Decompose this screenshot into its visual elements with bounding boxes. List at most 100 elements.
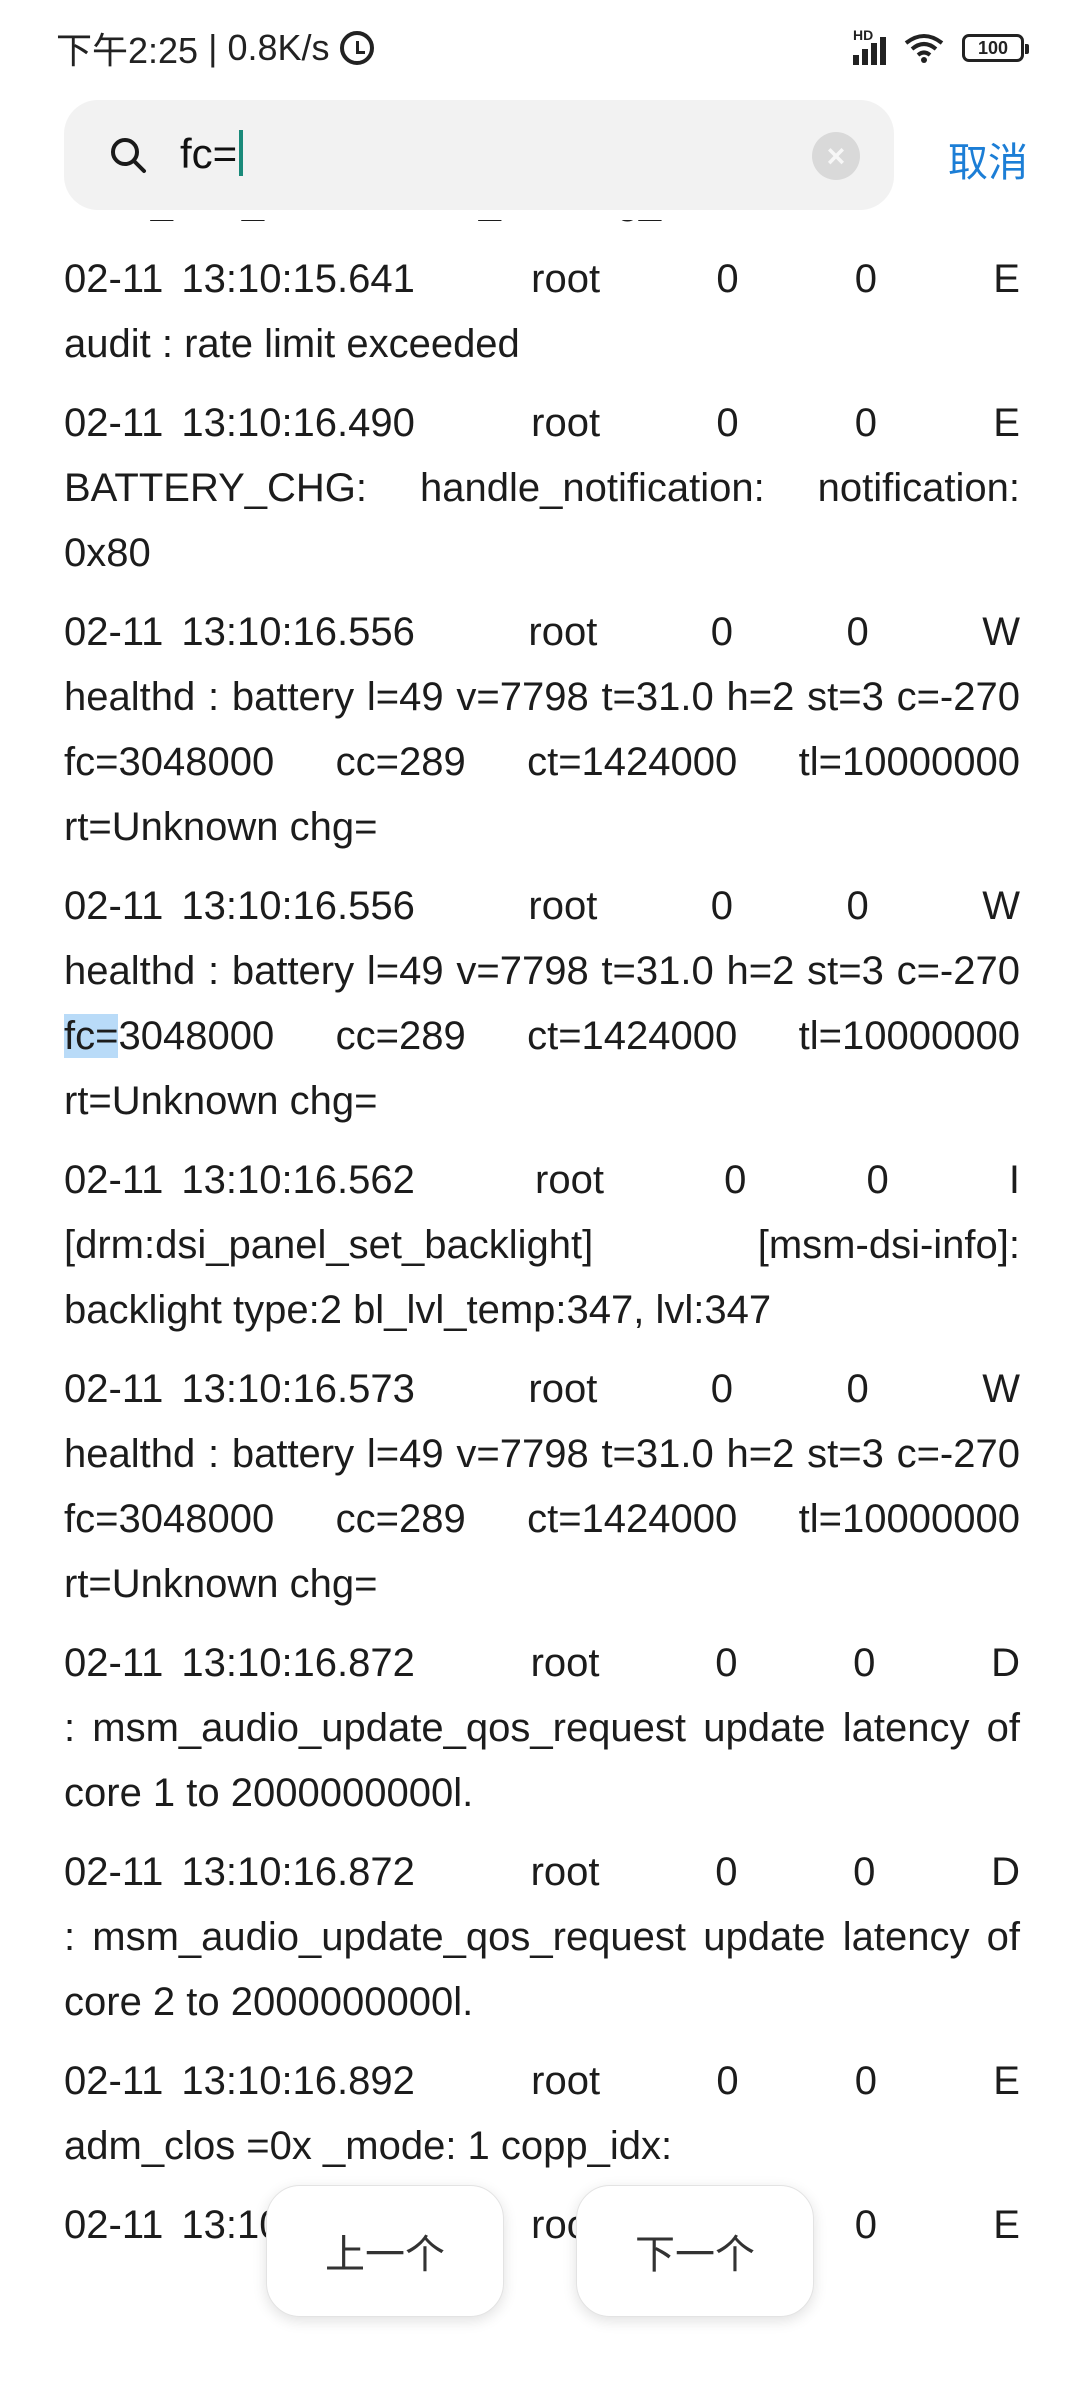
log-level: W [982, 884, 1020, 928]
log-message: healthd : battery l=49 v=7798 t=31.0 h=2… [64, 665, 1020, 860]
log-user: root [528, 610, 598, 654]
log-tid: 0 [854, 257, 878, 301]
log-pid: 0 [710, 884, 734, 928]
search-input[interactable]: fc= [180, 130, 244, 178]
log-user: root [535, 1158, 604, 1202]
log-time: 13:10:16.562 [181, 1158, 415, 1202]
log-time: 13:10:16.573 [181, 1367, 415, 1411]
log-level: E [993, 2203, 1020, 2247]
search-box[interactable]: fc= × [64, 100, 894, 210]
log-message: adm_clos =0x _mode: 1 copp_idx: [64, 2124, 673, 2168]
log-level: D [991, 1850, 1020, 1894]
log-pid: 0 [724, 1158, 747, 1202]
log-user: root [531, 257, 601, 301]
log-user: root [531, 401, 601, 445]
signal-icon: HD [853, 27, 886, 65]
wifi-icon [904, 34, 944, 63]
log-time: 13:10:16.892 [181, 2059, 415, 2103]
log-time: 13:10:16.872 [181, 1641, 415, 1685]
log-message-after: 3048000 cc=289 ct=1424000 tl=10000000 rt… [64, 1014, 1020, 1123]
search-query: fc= [180, 130, 238, 177]
search-match: fc= [64, 1497, 119, 1541]
log-tid: 0 [866, 1158, 889, 1202]
log-pid: 0 [710, 610, 734, 654]
next-match-button[interactable]: 下一个 [576, 2185, 814, 2317]
search-match: fc= [64, 740, 119, 784]
log-level: E [993, 401, 1020, 445]
log-entry-header: 02-11 13:10:16.872 root 0 0 D [64, 1840, 1020, 1905]
log-user: root [528, 1367, 598, 1411]
search-row: fc= × 取消 [0, 96, 1080, 220]
log-message-before: healthd : battery l=49 v=7798 t=31.0 h=2… [64, 675, 1020, 719]
log-user: root [528, 884, 598, 928]
log-time: 13:10:16.872 [181, 1850, 415, 1894]
log-tid: 0 [853, 1641, 876, 1685]
log-level: I [1008, 1158, 1020, 1202]
log-pid: 0 [716, 257, 739, 301]
log-message-after: 3048000 cc=289 ct=1424000 tl=10000000 rt… [64, 740, 1020, 849]
log-date: 02-11 [64, 1850, 164, 1894]
status-bar: 下午2:25 | 0.8K/s HD 100 [0, 0, 1080, 96]
log-user: root [531, 2059, 601, 2103]
log-time: 13:10:15.641 [181, 257, 415, 301]
log-partial-line: audit_rate_limit=0 audit_backlog_limit=6… [64, 220, 1020, 233]
log-message: BATTERY_CHG: handle_notification: notifi… [64, 466, 1020, 575]
status-left: 下午2:25 | 0.8K/s [56, 22, 374, 74]
cancel-button[interactable]: 取消 [948, 141, 1028, 185]
log-message-after: 3048000 cc=289 ct=1424000 tl=10000000 rt… [64, 1497, 1020, 1606]
hd-label: HD [853, 27, 874, 43]
log-tid: 0 [854, 401, 878, 445]
text-caret [239, 130, 244, 176]
clear-search-button[interactable]: × [812, 132, 860, 180]
status-right: HD 100 [853, 27, 1029, 65]
search-match-highlight: fc= [64, 1014, 119, 1058]
log-pid: 0 [715, 1850, 738, 1894]
log-message-before: healthd : battery l=49 v=7798 t=31.0 h=2… [64, 949, 1020, 993]
log-user: root [530, 1641, 600, 1685]
log-pid: 0 [716, 401, 739, 445]
status-time: 下午2:25 [56, 30, 199, 71]
log-list[interactable]: audit_rate_limit=0 audit_backlog_limit=6… [0, 220, 1080, 2400]
log-date: 02-11 [64, 884, 164, 928]
alarm-icon [339, 31, 374, 65]
log-message-before: healthd : battery l=49 v=7798 t=31.0 h=2… [64, 1432, 1020, 1476]
log-tid: 0 [853, 1850, 876, 1894]
battery-icon: 100 [962, 34, 1029, 62]
battery-level: 100 [977, 37, 1009, 58]
log-message: : msm_audio_update_qos_request update la… [64, 1915, 1020, 2024]
log-user: root [530, 1850, 600, 1894]
previous-match-button[interactable]: 上一个 [266, 2185, 504, 2317]
status-net-speed: 0.8K/s [227, 27, 330, 68]
log-tid: 0 [846, 610, 869, 654]
log-level: D [991, 1641, 1020, 1685]
log-date: 02-11 [64, 1641, 164, 1685]
close-icon: × [826, 138, 846, 174]
log-entry[interactable]: 02-11 13:10:16.872 root 0 0 D : msm_audio_upda… [64, 1840, 1020, 2035]
log-date: 02-11 [64, 610, 164, 654]
log-pid: 0 [716, 2059, 739, 2103]
log-message: healthd : battery l=49 v=7798 t=31.0 h=2… [64, 1422, 1020, 1617]
log-tid: 0 [854, 2203, 878, 2247]
